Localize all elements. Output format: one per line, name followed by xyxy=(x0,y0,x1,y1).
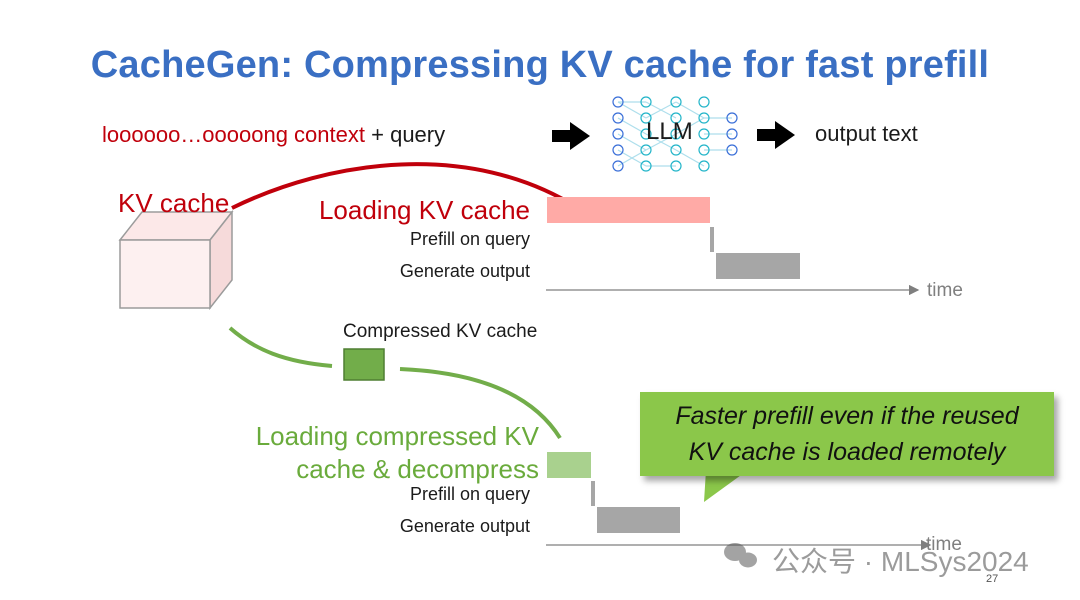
green-curve-to-loading xyxy=(399,367,562,440)
lower-loading-bar xyxy=(547,452,591,478)
upper-generate-label: Generate output xyxy=(399,261,530,281)
red-transfer-curve xyxy=(231,162,580,210)
lower-prefill-bar xyxy=(591,481,595,506)
lower-loading-label-line2: cache & decompress xyxy=(296,454,539,484)
upper-generate-bar xyxy=(716,253,800,279)
compressed-kv-block xyxy=(343,348,385,381)
context-query-line: loooooo…ooooong context + query xyxy=(102,122,445,148)
kv-cache-label: KV cache xyxy=(118,188,230,218)
callout-box: Faster prefill even if the reused KV cac… xyxy=(640,392,1054,476)
lower-time-label: time xyxy=(926,534,962,555)
compressed-kv-label: Compressed KV cache xyxy=(343,321,538,342)
output-text-label: output text xyxy=(815,121,918,146)
upper-prefill-bar xyxy=(710,227,714,252)
arrow-icon-to-output xyxy=(757,121,795,149)
callout-line1: Faster prefill even if the reused xyxy=(675,402,1019,430)
lower-generate-label: Generate output xyxy=(399,516,530,536)
context-text: loooooo…ooooong context xyxy=(102,122,365,147)
callout-line2: KV cache is loaded remotely xyxy=(688,438,1006,466)
green-curve-to-compressed xyxy=(228,326,333,368)
neural-network-icon xyxy=(612,96,738,172)
upper-loading-label: Loading KV cache xyxy=(318,195,530,225)
page-number: 27 xyxy=(986,573,999,585)
wechat-icon xyxy=(724,543,757,568)
kv-cache-cube xyxy=(118,209,234,311)
arrow-icon-to-llm xyxy=(552,122,590,150)
lower-generate-bar xyxy=(597,507,680,533)
query-text: + query xyxy=(371,122,446,147)
watermark-text: 公众号 · MLSys2024 xyxy=(772,546,1029,577)
upper-loading-bar xyxy=(547,197,710,223)
callout-tail xyxy=(704,470,748,502)
llm-label: LLM xyxy=(646,118,693,145)
lower-prefill-label: Prefill on query xyxy=(409,484,530,504)
lower-loading-label-line1: Loading compressed KV xyxy=(255,421,539,451)
upper-time-label: time xyxy=(927,280,963,301)
slide-title: CacheGen: Compressing KV cache for fast … xyxy=(90,44,990,86)
upper-prefill-label: Prefill on query xyxy=(409,229,530,249)
